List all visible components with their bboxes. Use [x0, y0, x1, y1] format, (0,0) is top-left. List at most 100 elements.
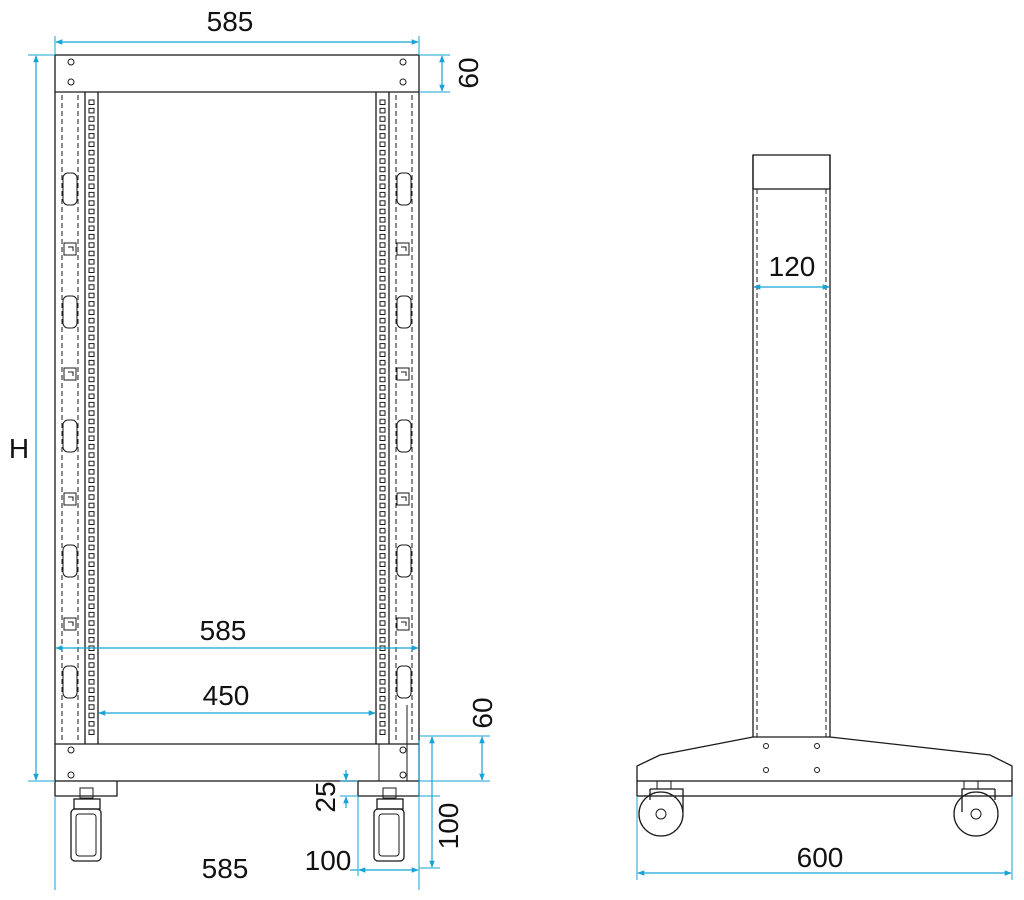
rack-hole: [379, 208, 386, 215]
rack-hole: [88, 401, 95, 408]
rack-hole: [379, 259, 386, 265]
rack-hole: [88, 637, 95, 643]
base-bolt: [763, 743, 769, 749]
rack-hole: [88, 158, 95, 164]
rack-hole: [88, 611, 95, 618]
rack-hole: [379, 242, 386, 248]
rack-hole: [379, 729, 386, 735]
caster-height-label: 100: [433, 803, 464, 850]
rack-hole: [379, 653, 386, 660]
side-dimensions: 120 600: [636, 251, 1013, 880]
rack-hole: [379, 511, 386, 517]
rack-hole: [379, 359, 386, 366]
rack-hole: [88, 233, 95, 240]
side-slot: [396, 419, 412, 453]
rack-hole: [379, 679, 386, 685]
rack-hole: [379, 721, 386, 727]
rack-hole: [88, 443, 95, 450]
rack-hole: [379, 133, 386, 139]
rack-hole: [88, 326, 95, 332]
rack-hole: [379, 586, 386, 593]
rack-hole: [379, 376, 386, 383]
front-dimensions: 585 60 H 585 450 60 25 100: [9, 6, 498, 890]
rack-hole: [88, 695, 95, 702]
rack-hole: [379, 670, 386, 677]
rack-hole: [88, 536, 95, 542]
rack-hole: [88, 679, 95, 685]
side-slot: [62, 665, 78, 699]
rack-hole: [379, 233, 386, 240]
rack-hole: [88, 544, 95, 551]
rack-hole: [379, 334, 386, 341]
rack-hole: [379, 695, 386, 702]
rack-hole: [379, 107, 386, 114]
side-slot: [396, 172, 412, 206]
rack-hole: [379, 687, 386, 693]
rack-hole: [88, 427, 95, 433]
rack-hole: [379, 485, 386, 492]
rack-hole: [379, 662, 386, 668]
rack-hole: [379, 704, 386, 710]
rack-hole: [88, 670, 95, 677]
rack-hole: [379, 166, 386, 173]
rack-hole: [88, 628, 95, 635]
caster-clearance-label: 25: [310, 781, 341, 812]
side-slot: [62, 544, 78, 578]
rail-spacing-label: 450: [203, 680, 250, 711]
rack-hole: [88, 183, 95, 189]
bottom-rail-label: 60: [467, 697, 498, 728]
rack-hole: [379, 427, 386, 433]
rack-hole: [88, 653, 95, 660]
rack-hole: [88, 511, 95, 517]
rack-hole: [88, 149, 95, 156]
hook-slot: [396, 617, 410, 631]
leg-bracket: [378, 705, 408, 781]
rack-hole: [88, 208, 95, 215]
rack-hole: [379, 595, 386, 601]
bottom-width-label: 585: [202, 853, 249, 884]
rack-hole: [88, 99, 95, 105]
rack-hole: [88, 343, 95, 349]
rack-hole: [379, 628, 386, 635]
rack-hole: [379, 116, 386, 122]
hook-slot: [63, 617, 77, 631]
rack-hole: [88, 527, 95, 534]
rack-hole: [379, 124, 386, 131]
rack-hole: [379, 393, 386, 399]
rack-hole: [88, 133, 95, 139]
rack-hole: [88, 317, 95, 324]
rack-hole: [379, 225, 386, 231]
rack-hole: [88, 275, 95, 282]
rack-hole: [88, 141, 95, 147]
side-right-caster: [953, 780, 999, 837]
rack-hole: [88, 410, 95, 416]
top-width-label: 585: [207, 6, 254, 37]
rack-hole: [379, 175, 386, 181]
rack-hole: [379, 620, 386, 626]
rack-hole: [379, 191, 386, 198]
rack-hole: [88, 418, 95, 425]
rack-hole: [379, 149, 386, 156]
rack-hole: [88, 301, 95, 307]
side-slot: [62, 295, 78, 329]
rack-hole: [88, 284, 95, 290]
rack-hole: [379, 494, 386, 500]
rack-hole: [88, 376, 95, 383]
rack-hole: [379, 519, 386, 525]
rack-hole: [379, 469, 386, 475]
rack-hole: [379, 141, 386, 147]
rack-hole: [88, 704, 95, 710]
rack-hole: [379, 637, 386, 643]
rack-hole: [88, 166, 95, 173]
rack-hole: [88, 662, 95, 668]
caster-width-label: 100: [305, 845, 352, 876]
hook-slot: [63, 367, 77, 381]
rack-hole: [379, 553, 386, 559]
base-depth-label: 600: [797, 842, 844, 873]
rack-hole: [88, 620, 95, 626]
rack-hole: [88, 368, 95, 374]
side-left-caster: [638, 780, 684, 837]
base-bottom: [636, 780, 1013, 797]
frame-outline: [54, 54, 420, 782]
front-view: [54, 54, 420, 862]
